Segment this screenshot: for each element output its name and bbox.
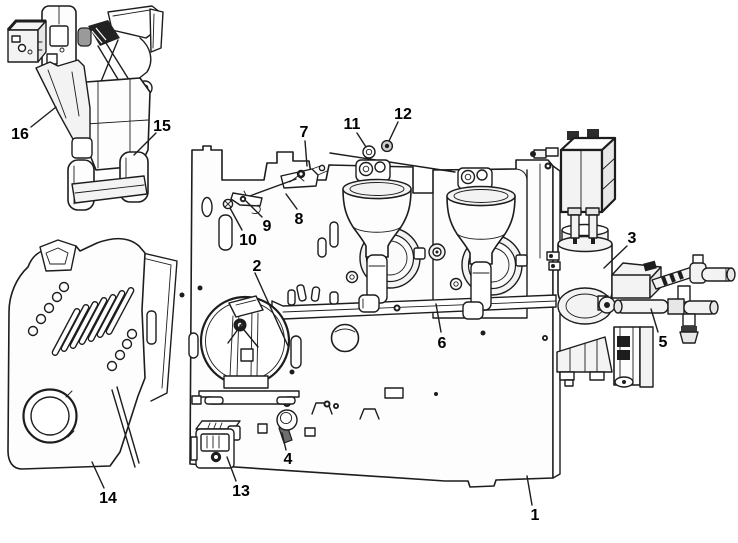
leader-line — [603, 245, 628, 269]
callout-14: 14 — [91, 461, 117, 507]
part-13-bracket — [190, 420, 241, 469]
leader-line — [30, 106, 57, 128]
callout-number: 10 — [239, 232, 257, 249]
callout-number: 3 — [628, 230, 637, 247]
part-5-valve-manifold — [597, 254, 736, 344]
callout-3: 3 — [603, 230, 637, 269]
callout-1: 1 — [526, 475, 540, 524]
callout-number: 11 — [344, 116, 361, 133]
part-15-brew-group-body — [35, 59, 151, 211]
callout-2: 2 — [253, 258, 289, 347]
leader-line — [304, 140, 308, 167]
callout-number: 6 — [438, 335, 447, 352]
part-11-washer — [362, 145, 376, 159]
plate-top-fittings — [530, 147, 559, 170]
leader-line — [435, 303, 442, 333]
cover-chute — [39, 239, 77, 272]
callout-number: 1 — [531, 507, 540, 524]
callout-13: 13 — [226, 456, 250, 500]
plate-right-flange — [552, 165, 561, 479]
hopper-grinder-right — [446, 167, 528, 320]
leader-line — [133, 132, 157, 156]
part-14-side-cover — [7, 237, 185, 470]
callouts: 1 2 3 4 5 6 7 8 — [11, 106, 667, 524]
part-2-dosing-ring-assembly — [191, 295, 300, 405]
callout-15: 15 — [133, 118, 171, 156]
leader-line — [356, 132, 367, 148]
callout-number: 4 — [284, 451, 293, 468]
leader-line — [226, 456, 237, 482]
callout-number: 5 — [659, 334, 668, 351]
solenoid-valve-block — [559, 129, 617, 244]
callout-number: 2 — [253, 258, 262, 275]
leader-line — [388, 121, 399, 142]
callout-number: 13 — [232, 483, 250, 500]
part-4-knob — [276, 409, 298, 444]
cover-vent-slats — [51, 287, 135, 356]
part-7-lever — [280, 164, 328, 189]
callout-11: 11 — [344, 116, 367, 148]
cover-hole-row-upper — [27, 281, 70, 337]
callout-number: 7 — [300, 124, 309, 141]
leader-line — [650, 308, 659, 333]
leader-line — [281, 432, 287, 451]
leader-line — [91, 461, 105, 489]
callout-number: 14 — [99, 490, 117, 507]
hanging-fitting-nut — [679, 331, 699, 344]
hopper-grinder-left — [342, 159, 426, 313]
callout-7: 7 — [300, 124, 309, 167]
callout-6: 6 — [435, 303, 447, 352]
callout-4: 4 — [281, 432, 293, 468]
callout-number: 9 — [263, 218, 272, 235]
part-12-nut — [380, 139, 394, 153]
leader-line — [526, 475, 533, 506]
pipe-lower-left — [615, 299, 669, 314]
cover-hole-row-lower — [106, 328, 138, 372]
part-10-screw — [222, 198, 234, 210]
callout-number: 8 — [295, 211, 304, 228]
leader-line — [285, 193, 298, 210]
leader-line — [254, 272, 289, 347]
callout-9: 9 — [245, 200, 272, 235]
chute-ball — [330, 323, 360, 353]
leader-line — [229, 207, 243, 231]
callout-16: 16 — [11, 106, 57, 143]
boiler-lower-bracket — [556, 326, 654, 388]
part-3-boiler-assembly — [546, 129, 654, 388]
callout-number: 15 — [153, 118, 171, 135]
brew-base-bar — [71, 175, 148, 204]
callout-number: 12 — [394, 106, 412, 123]
callout-10: 10 — [229, 207, 257, 249]
brew-funnel — [35, 59, 91, 142]
callout-8: 8 — [285, 193, 304, 228]
leader-line — [245, 200, 263, 218]
callout-number: 16 — [11, 126, 29, 143]
callout-5: 5 — [650, 308, 668, 351]
callout-12: 12 — [388, 106, 412, 142]
